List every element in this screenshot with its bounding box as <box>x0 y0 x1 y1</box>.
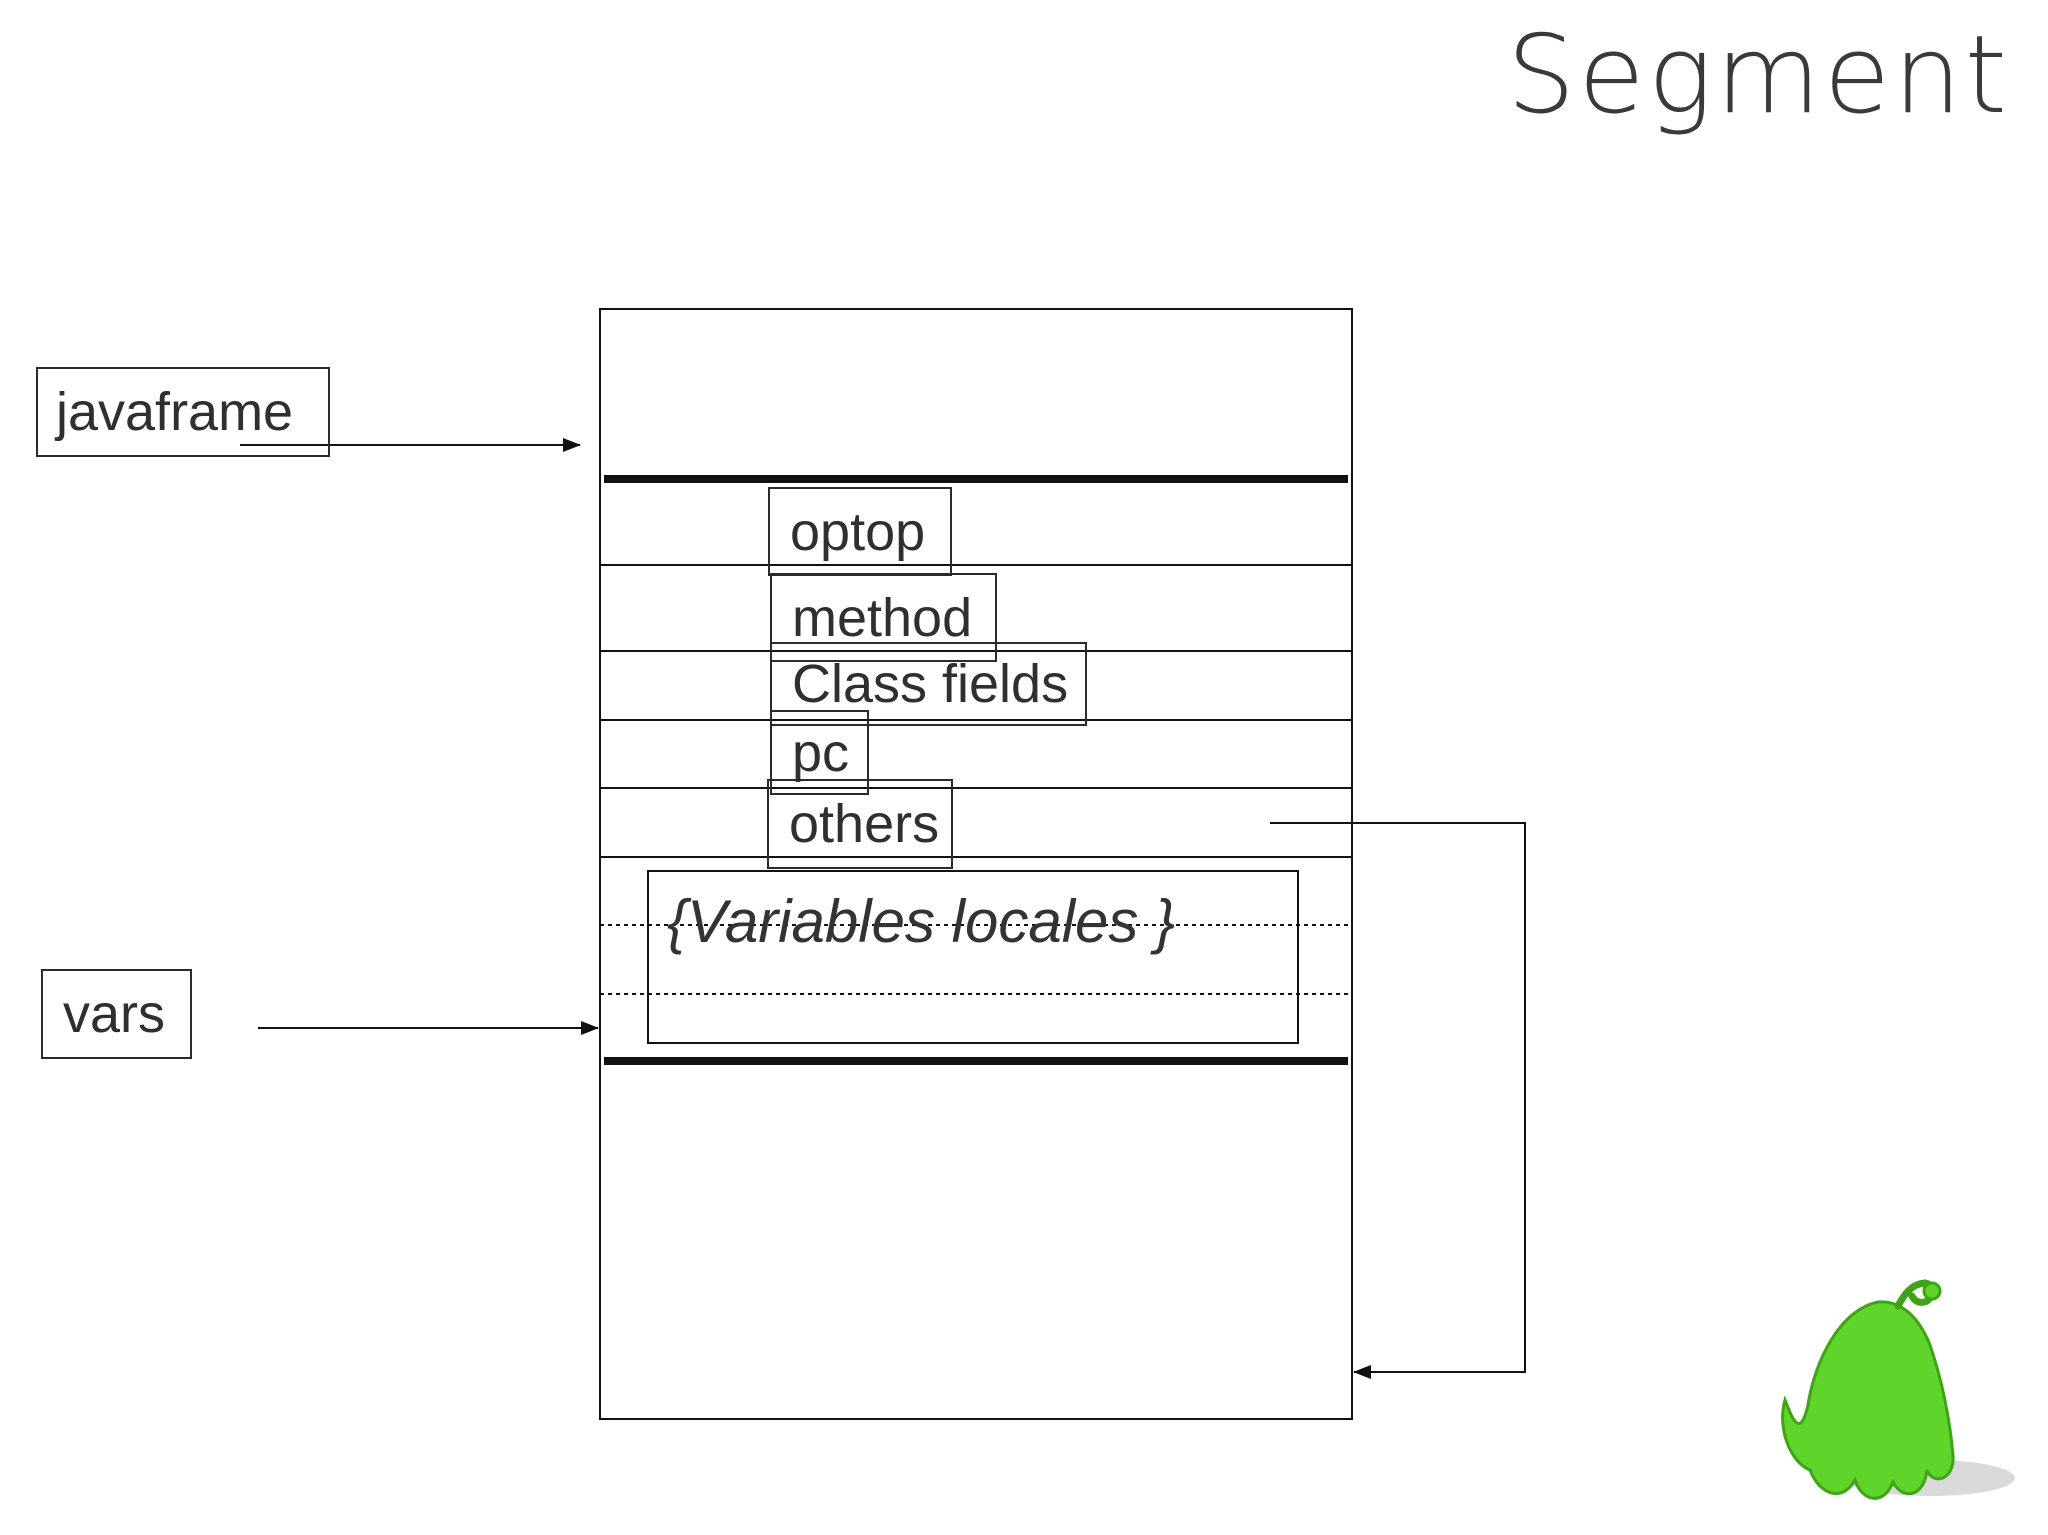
green-creature-mascot-icon <box>1781 1279 2015 1500</box>
javaframe-label: javaframe <box>36 367 330 457</box>
others-field: others <box>767 779 953 869</box>
class-fields-field: Class fields <box>770 642 1087 726</box>
slide-title: Segment <box>1506 13 2010 138</box>
local-variables-label: {Variables locales } <box>667 888 1176 955</box>
others-return-arrow <box>1270 822 1526 1379</box>
segment-outline <box>599 308 1353 1420</box>
local-variables-box <box>647 870 1299 1044</box>
pc-field: pc <box>770 710 869 795</box>
optop-field: optop <box>768 487 952 576</box>
method-field: method <box>770 573 997 662</box>
vars-label: vars <box>41 969 192 1059</box>
